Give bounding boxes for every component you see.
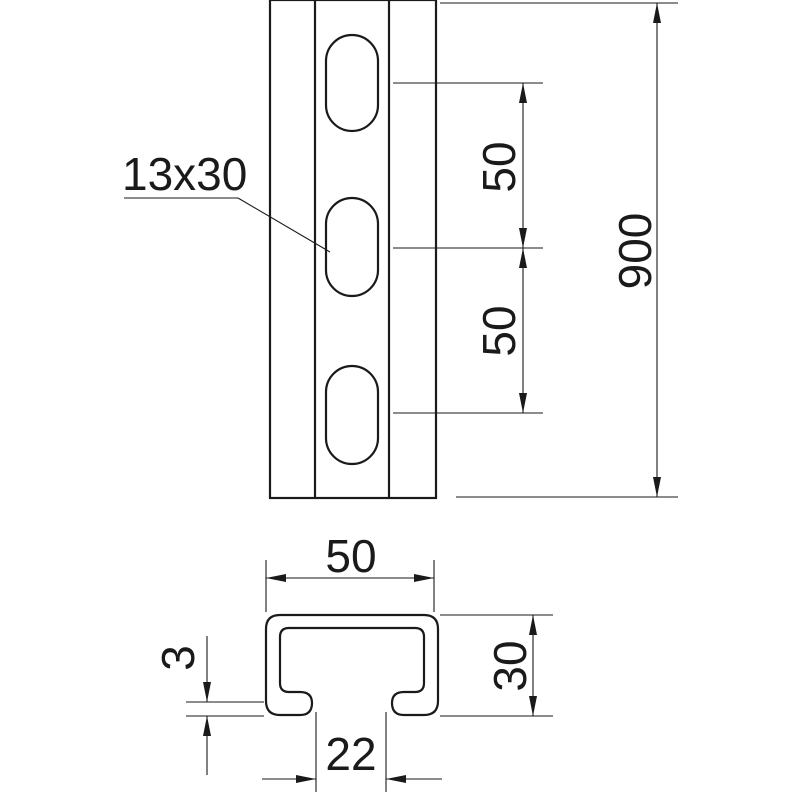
slot-pitch-dimensions: 50 50 <box>393 82 543 414</box>
slot-size-label: 13x30 <box>122 148 247 200</box>
height-arrow-top <box>529 615 537 635</box>
length-dimension: 900 <box>440 2 678 498</box>
width-label: 50 <box>325 530 376 582</box>
leader-line <box>237 197 331 253</box>
opening-arrow-left <box>296 775 316 783</box>
profile-outer-contour <box>264 613 440 717</box>
rail-outline <box>268 0 438 500</box>
opening-arrow-right <box>386 775 406 783</box>
width-arrow-right <box>414 574 434 582</box>
thickness-arrow-down <box>203 682 211 702</box>
height-label: 30 <box>484 640 536 691</box>
opening-label: 22 <box>325 728 376 780</box>
length-arrow-bottom <box>653 477 661 497</box>
arrow-down-2 <box>519 393 527 413</box>
profile-height-dimension: 30 <box>440 614 553 717</box>
rail-cross-section <box>264 613 440 717</box>
slot-3 <box>324 364 380 466</box>
height-arrow-bottom <box>529 696 537 716</box>
thickness-arrow-up <box>203 716 211 736</box>
slot-2 <box>324 196 380 298</box>
pitch-upper-label: 50 <box>473 141 525 192</box>
profile-width-dimension: 50 <box>265 530 435 612</box>
length-label: 900 <box>609 213 661 290</box>
thickness-label: 3 <box>152 645 204 671</box>
length-arrow-top <box>653 3 661 23</box>
slot-size-callout: 13x30 <box>122 148 331 253</box>
rail-front-view <box>268 0 438 500</box>
slot-opening-dimension: 22 <box>262 712 442 792</box>
arrow-down-1 <box>519 228 527 248</box>
pitch-lower-label: 50 <box>473 305 525 356</box>
wall-thickness-dimension: 3 <box>152 636 264 775</box>
width-arrow-left <box>266 574 286 582</box>
arrow-up-1 <box>519 83 527 103</box>
slot-1 <box>324 33 380 133</box>
arrow-up-2 <box>519 248 527 268</box>
